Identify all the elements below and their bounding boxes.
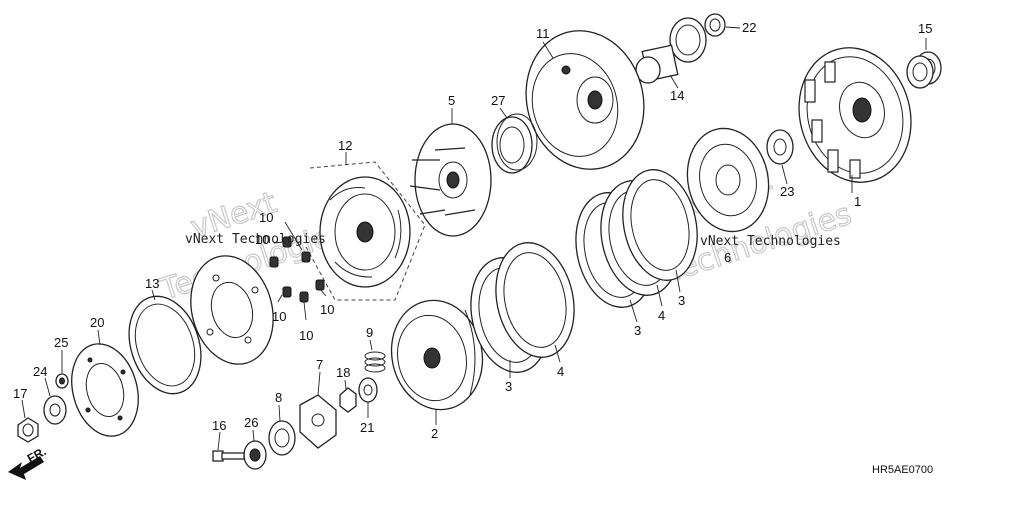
label-24: 24: [33, 364, 47, 379]
drive-plate-5: [409, 123, 492, 237]
front-direction-arrow-icon: FR.: [8, 444, 48, 480]
label-25: 25: [54, 335, 68, 350]
label-10e: 10: [320, 302, 334, 317]
label-9: 9: [366, 325, 373, 340]
washer-23: [766, 129, 794, 165]
label-5: 5: [448, 93, 455, 108]
label-23: 23: [780, 184, 794, 199]
watermark-small: vNext Technologies vNext Technologies: [185, 232, 841, 249]
label-21: 21: [360, 420, 374, 435]
clutch-weight-assembly-12: [304, 161, 426, 301]
label-10d: 10: [299, 328, 313, 343]
bolt-16: [212, 450, 245, 462]
one-way-clutch-27: [491, 113, 538, 174]
label-8: 8: [275, 390, 282, 405]
label-15: 15: [918, 21, 932, 36]
front-label: FR.: [25, 444, 49, 465]
bearing-26: [243, 440, 267, 470]
diagram-code: HR5AE0700: [872, 464, 933, 476]
label-4b: 4: [658, 308, 665, 323]
friction-plates: [470, 169, 698, 373]
label-6: 6: [724, 250, 731, 265]
clutch-plate-2: [390, 299, 484, 411]
label-4a: 4: [557, 364, 564, 379]
label-7: 7: [316, 357, 323, 372]
clutch-drum-11: [525, 30, 645, 170]
primary-gear-14: [635, 17, 707, 84]
label-3c: 3: [678, 293, 685, 308]
leader-lines: [21, 26, 927, 451]
washer-22: [704, 13, 726, 37]
svg-text:vNext Technologies: vNext Technologies: [185, 232, 326, 247]
nut-18: [339, 387, 357, 413]
label-3a: 3: [505, 379, 512, 394]
part-labels: 1 2 3 3 3 4 4 5 6 7 8 9 10 10 10 10 10 1…: [13, 20, 932, 441]
label-13: 13: [145, 276, 159, 291]
collar-15: [906, 51, 942, 89]
springs-10: [269, 236, 325, 303]
ring-13: [128, 295, 202, 395]
svg-text:vNext Technologies: vNext Technologies: [700, 234, 841, 249]
label-26: 26: [244, 415, 258, 430]
label-1: 1: [854, 194, 861, 209]
label-3b: 3: [634, 323, 641, 338]
label-18: 18: [336, 365, 350, 380]
label-10c: 10: [272, 309, 286, 324]
label-17: 17: [13, 386, 27, 401]
washer-21: [358, 377, 378, 403]
bracket-7: [299, 394, 337, 449]
washer-24: [43, 395, 67, 425]
label-20: 20: [90, 315, 104, 330]
label-10b: 10: [255, 232, 269, 247]
spring-9: [364, 351, 386, 373]
nut-25: [55, 373, 69, 389]
clutch-outer: [798, 47, 912, 183]
bearing-8: [268, 420, 296, 456]
label-12: 12: [338, 138, 352, 153]
nut-17: [17, 417, 39, 443]
label-14: 14: [670, 88, 684, 103]
label-11: 11: [536, 26, 550, 41]
plate-20: [71, 343, 139, 437]
label-10a: 10: [259, 210, 273, 225]
label-2: 2: [431, 426, 438, 441]
clutch-center-6: [686, 127, 770, 233]
label-16: 16: [212, 418, 226, 433]
drive-plate: [190, 255, 274, 365]
label-22: 22: [742, 20, 756, 35]
label-27: 27: [491, 93, 505, 108]
